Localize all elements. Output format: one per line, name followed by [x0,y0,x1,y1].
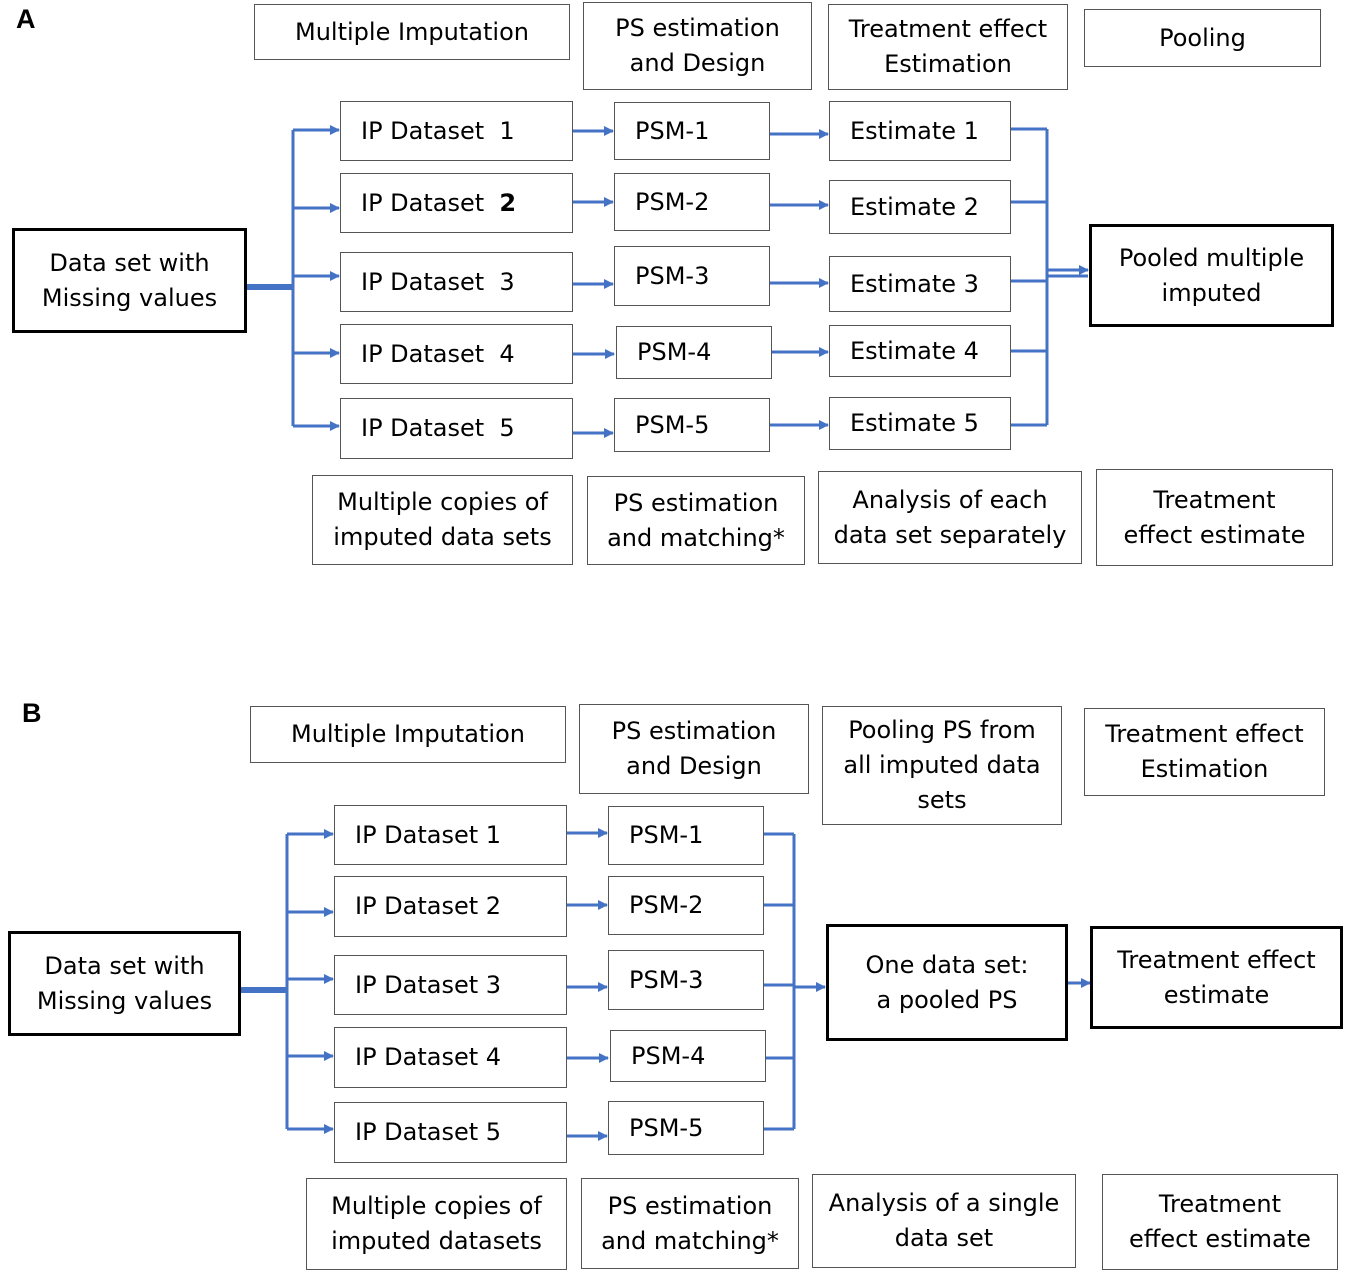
header-ps-estimation-design: PS estimation and Design [583,2,812,90]
ip-dataset-label: IP Dataset [361,267,500,296]
ip-dataset-number: 2 [499,188,517,217]
psm-box: PSM-3 [614,246,770,306]
psm-box: PSM-4 [616,326,772,379]
header-pooling: Pooling [1084,9,1321,67]
ip-dataset-box: IP Dataset 2 [334,876,567,937]
header-treatment-effect-estimation: Treatment effect Estimation [828,4,1068,90]
estimate-box: Estimate 4 [829,325,1011,377]
ip-dataset-label: IP Dataset [361,414,500,442]
estimate-box: Estimate 3 [829,256,1011,312]
header-multiple-imputation: Multiple Imputation [254,4,570,60]
estimate-box: Estimate 2 [829,180,1011,234]
psm-box: PSM-5 [608,1101,764,1155]
psm-box: PSM-2 [614,173,770,231]
footer-ps-estimation-matching: PS estimation and matching* [581,1178,799,1269]
psm-box: PSM-1 [608,806,764,865]
footer-treatment-effect-estimate: Treatment effect estimate [1102,1174,1338,1270]
panel-b-label: B [22,698,42,728]
ip-dataset-box: IP Dataset 3 [334,955,567,1015]
ip-dataset-label: IP Dataset [361,188,500,217]
ip-dataset-box: IP Dataset 5 [340,398,573,459]
ip-dataset-box: IP Dataset 4 [334,1027,567,1088]
ip-dataset-label: IP Dataset [361,116,500,145]
ip-dataset-number: 5 [499,414,515,442]
header-ps-estimation-design: PS estimation and Design [579,704,809,794]
ip-dataset-label: IP Dataset [361,339,500,368]
psm-box: PSM-3 [608,950,764,1010]
footer-ps-estimation-matching: PS estimation and matching* [587,476,805,565]
ip-dataset-box: IP Dataset 2 [340,173,573,233]
ip-dataset-box: IP Dataset 4 [340,324,573,384]
estimate-box: Estimate 1 [829,101,1011,161]
panel-a-label: A [16,4,36,34]
ip-dataset-box: IP Dataset 3 [340,252,573,312]
ip-dataset-number: 1 [499,116,515,145]
source-dataset-box: Data set with Missing values [8,931,241,1036]
psm-box: PSM-4 [610,1030,766,1082]
psm-box: PSM-5 [614,398,770,452]
footer-treatment-effect-estimate: Treatment effect estimate [1096,469,1333,566]
footer-multiple-copies: Multiple copies of imputed datasets [306,1178,567,1270]
footer-analysis-each: Analysis of each data set separately [818,471,1082,564]
ip-dataset-box: IP Dataset 1 [334,805,567,865]
footer-multiple-copies: Multiple copies of imputed data sets [312,475,573,565]
ip-dataset-box: IP Dataset 5 [334,1102,567,1163]
ip-dataset-box: IP Dataset 1 [340,101,573,161]
psm-box: PSM-1 [614,102,770,160]
pooled-multiple-imputed-box: Pooled multiple imputed [1089,224,1334,327]
header-multiple-imputation: Multiple Imputation [250,706,566,763]
header-treatment-effect-estimation: Treatment effect Estimation [1084,708,1325,796]
header-pooling-ps: Pooling PS from all imputed data sets [822,706,1062,825]
treatment-effect-estimate-box: Treatment effect estimate [1090,926,1343,1029]
footer-analysis-single: Analysis of a single data set [812,1174,1076,1268]
psm-box: PSM-2 [608,876,764,935]
ip-dataset-number: 3 [499,267,515,296]
source-dataset-box: Data set with Missing values [12,228,247,333]
estimate-box: Estimate 5 [829,397,1011,450]
ip-dataset-number: 4 [499,339,515,368]
pooled-ps-box: One data set: a pooled PS [826,924,1068,1041]
